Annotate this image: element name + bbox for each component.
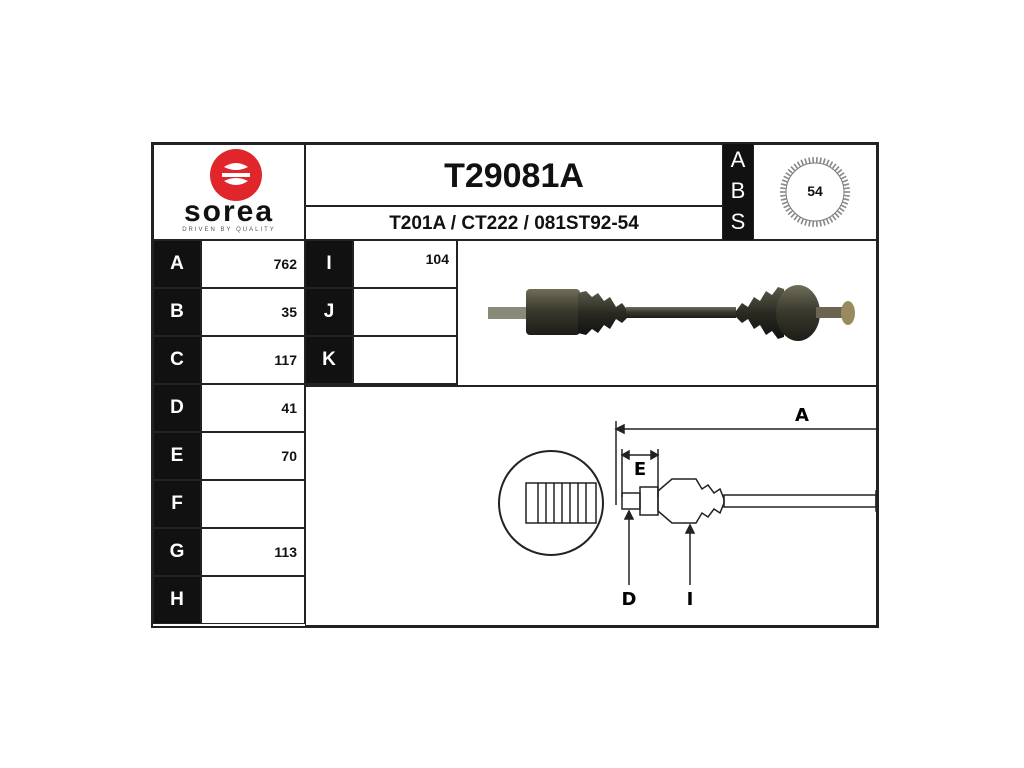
abs-label-column: A B S [723,144,753,240]
sorea-logo-icon [210,149,262,201]
label-e: E [634,459,646,480]
dimension-value-k [353,336,457,384]
spec-sheet: sorea DRIVEN BY QUALITY T29081A T201A / … [151,142,879,628]
cross-references: T201A / CT222 / 081ST92-54 [305,206,723,240]
dimension-value-f [201,480,305,528]
abs-ring-cell: 54 [753,144,877,240]
dimension-letter-i: I [305,240,353,288]
dimension-value-j [353,288,457,336]
abs-teeth-count: 54 [807,183,823,199]
dimension-value-h [201,576,305,624]
dimension-value-d: 41 [201,384,305,432]
part-number: T29081A [305,144,723,206]
abs-ring-icon [780,157,850,227]
drive-shaft-photo [488,285,855,341]
label-i: I [687,589,694,610]
dimension-letter-k: K [305,336,353,384]
dimension-value-a: 762 [201,240,305,288]
technical-drawing: A E C D I G B [498,405,876,610]
abs-letter-a: A [730,147,746,172]
logo-cell: sorea DRIVEN BY QUALITY [153,144,305,240]
dimension-value-g: 113 [201,528,305,576]
table-filler [305,384,457,386]
dimension-letter-f: F [153,480,201,528]
dimension-value-c: 117 [201,336,305,384]
dimension-letter-h: H [153,576,201,624]
dimension-value-b: 35 [201,288,305,336]
brand-tagline: DRIVEN BY QUALITY [182,227,276,233]
label-a: A [795,405,809,426]
dimension-letter-j: J [305,288,353,336]
product-photo-cell [457,240,877,386]
dimension-letter-c: C [153,336,201,384]
abs-letter-b: B [730,178,746,203]
dimension-letter-g: G [153,528,201,576]
label-d: D [622,589,637,610]
brand-name: sorea [183,195,275,228]
dimension-value-i: 104 [353,240,457,288]
dimension-value-e: 70 [201,432,305,480]
dimension-letter-a: A [153,240,201,288]
dimension-letter-d: D [153,384,201,432]
dimension-letter-e: E [153,432,201,480]
abs-letter-s: S [730,209,746,234]
technical-drawing-cell: A E C D I G B [305,386,877,626]
dimension-letter-b: B [153,288,201,336]
